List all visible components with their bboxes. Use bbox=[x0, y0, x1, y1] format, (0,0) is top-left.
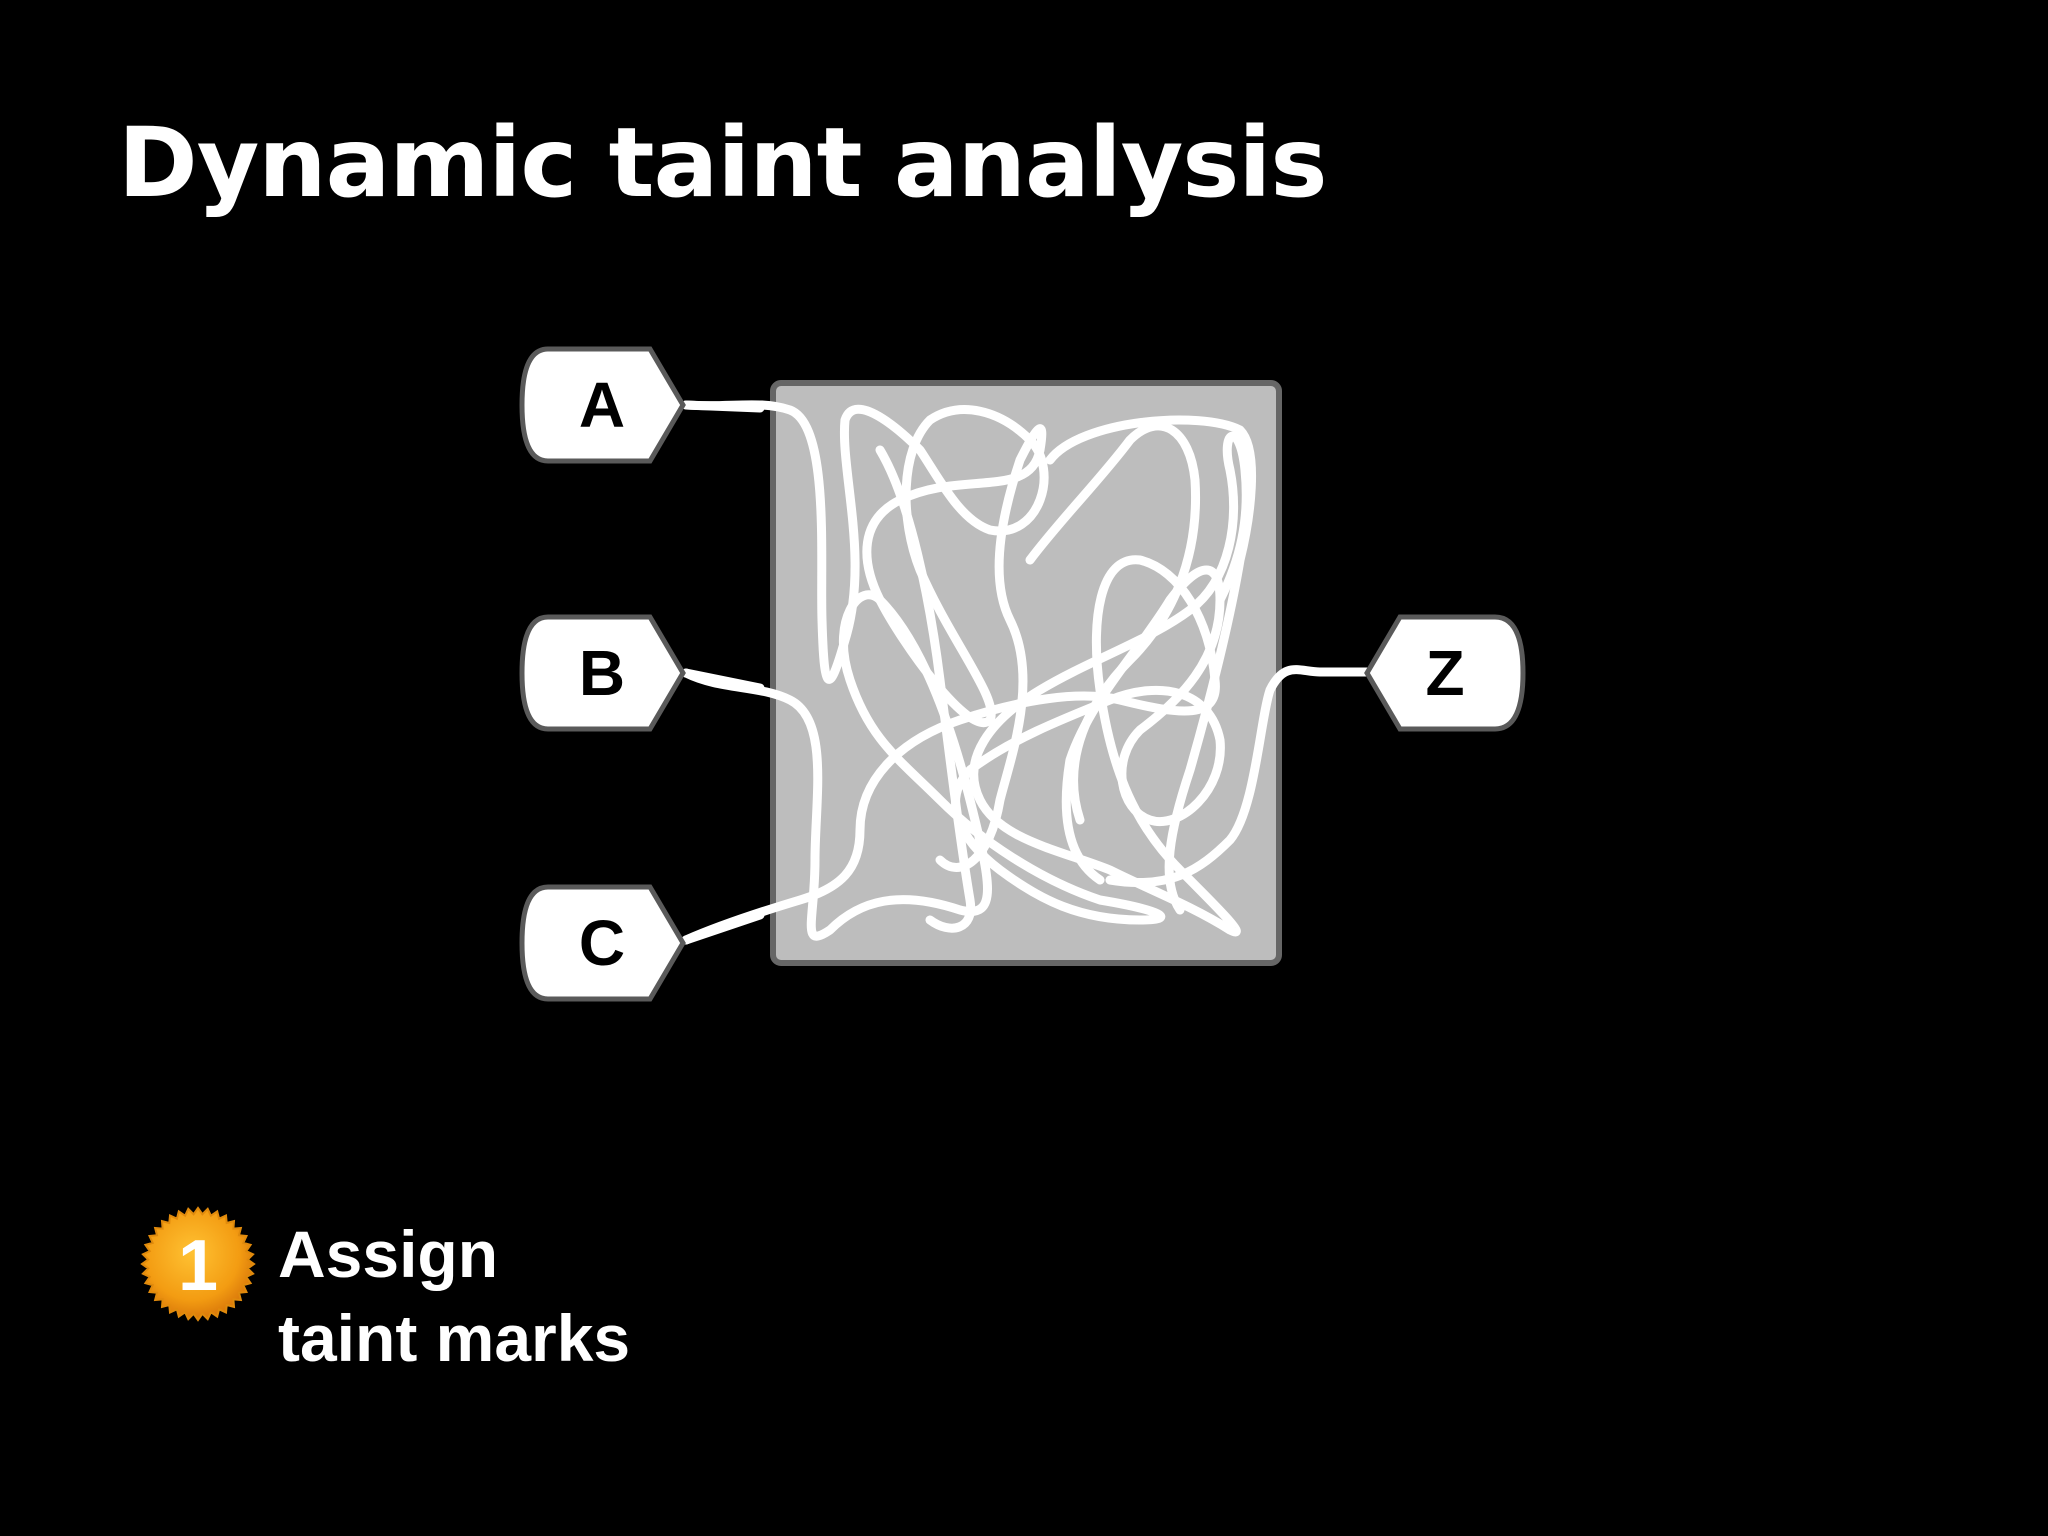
step-number: 1 bbox=[178, 1226, 218, 1306]
input-node-b: B bbox=[519, 614, 686, 732]
step-line-2: taint marks bbox=[278, 1301, 631, 1375]
tangled-wires bbox=[681, 400, 1373, 945]
output-node-z: Z bbox=[1364, 614, 1526, 732]
input-label-a: A bbox=[579, 369, 625, 441]
input-node-a: A bbox=[519, 346, 686, 464]
input-label-b: B bbox=[579, 637, 625, 709]
output-label-z: Z bbox=[1425, 637, 1464, 709]
step-line-1: Assign bbox=[278, 1217, 499, 1291]
input-node-c: C bbox=[519, 884, 686, 1002]
input-label-c: C bbox=[579, 907, 625, 979]
step-description: Assign taint marks bbox=[278, 1212, 630, 1380]
step-badge: 1 bbox=[140, 1206, 256, 1322]
slide-title: Dynamic taint analysis bbox=[118, 107, 1327, 219]
